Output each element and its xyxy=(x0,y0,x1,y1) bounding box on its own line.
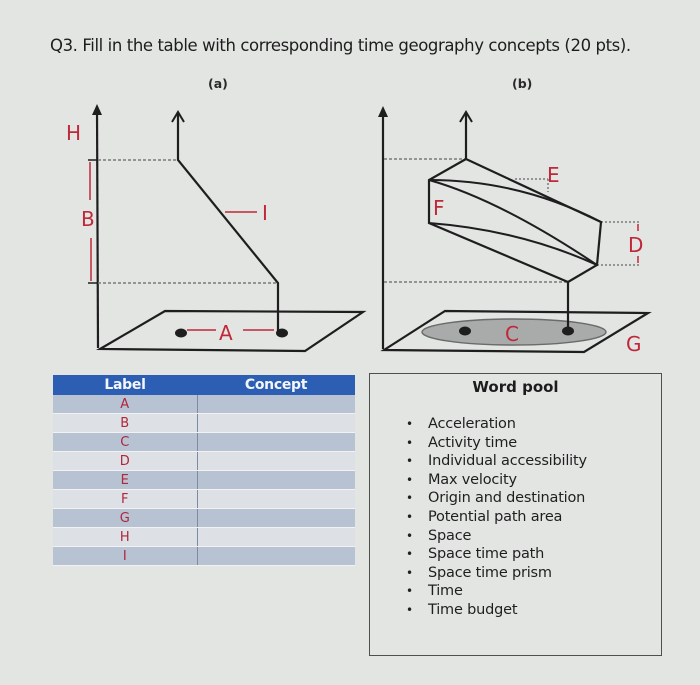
word-text: Space xyxy=(428,527,472,544)
row-label: A xyxy=(53,395,197,414)
svg-text:A: A xyxy=(219,321,233,345)
svg-text:C: C xyxy=(505,322,519,346)
word-text: Potential path area xyxy=(428,508,563,525)
diagram-a-caption: (a) xyxy=(208,76,228,91)
space-plane xyxy=(96,309,367,353)
time-axis-arrow-icon xyxy=(92,104,102,115)
list-item: • Space time prism xyxy=(370,564,661,583)
time-geography-diagrams: A B H I E xyxy=(66,104,652,356)
concept-cell[interactable] xyxy=(196,508,355,528)
potential-path-area xyxy=(421,318,607,346)
bullet-icon: • xyxy=(406,509,413,524)
word-pool-box: Word pool • Acceleration • Activity time •… xyxy=(369,373,662,656)
time-axis-arrow-icon xyxy=(378,106,388,117)
header-label: Label xyxy=(53,375,197,395)
word-text: Time budget xyxy=(428,601,518,618)
svg-text:F: F xyxy=(433,196,445,220)
svg-text:E: E xyxy=(547,163,560,187)
question-text: Q3. Fill in the table with corresponding… xyxy=(50,36,631,55)
bullet-icon: • xyxy=(406,491,413,506)
row-label: H xyxy=(53,527,197,547)
svg-text:H: H xyxy=(66,121,81,145)
row-label: G xyxy=(53,508,197,528)
row-label: F xyxy=(53,489,197,509)
concept-cell[interactable] xyxy=(196,413,355,433)
table-row: D xyxy=(53,451,355,471)
table-row: A xyxy=(53,395,355,414)
list-item: • Individual accessibility xyxy=(370,452,661,471)
bullet-icon: • xyxy=(406,565,413,580)
space-time-prism xyxy=(427,158,603,284)
space-time-path xyxy=(176,114,280,332)
table-row: E xyxy=(53,470,355,490)
path-arrow-icon xyxy=(171,110,185,123)
svg-text:I: I xyxy=(262,201,268,225)
list-item: • Acceleration xyxy=(370,415,661,434)
table-row: F xyxy=(53,489,355,509)
list-item: • Time budget xyxy=(370,601,661,620)
row-label: B xyxy=(53,413,197,433)
bullet-icon: • xyxy=(406,602,413,617)
concept-cell[interactable] xyxy=(196,451,355,471)
bullet-icon: • xyxy=(406,547,413,562)
diagram-b: E F D C G xyxy=(378,106,652,356)
bullet-icon: • xyxy=(406,472,413,487)
svg-text:D: D xyxy=(628,233,643,257)
row-label: I xyxy=(53,546,197,566)
word-pool-list: • Acceleration • Activity time • Individual… xyxy=(370,415,661,620)
row-label: C xyxy=(53,432,197,452)
table-row: B xyxy=(53,413,355,433)
bullet-icon: • xyxy=(406,417,413,431)
bullet-icon: • xyxy=(406,435,413,450)
list-item: • Potential path area xyxy=(370,508,661,527)
bullet-icon: • xyxy=(406,584,413,599)
word-text: Space time path xyxy=(428,546,545,563)
concept-cell[interactable] xyxy=(196,489,355,509)
word-text: Space time prism xyxy=(428,564,552,581)
list-item: • Time xyxy=(370,582,661,601)
word-text: Activity time xyxy=(428,434,517,451)
table-row: I xyxy=(53,546,355,566)
concept-cell[interactable] xyxy=(196,470,355,490)
space-plane xyxy=(380,309,652,354)
word-text: Acceleration xyxy=(428,416,516,432)
word-text: Individual accessibility xyxy=(428,453,587,470)
word-pool-title: Word pool xyxy=(472,378,559,396)
diagram-b-caption: (b) xyxy=(512,76,533,91)
answer-table: Label Concept A B C D E F G xyxy=(53,375,355,566)
row-label: E xyxy=(53,470,197,490)
word-text: Max velocity xyxy=(428,471,517,488)
header-concept: Concept xyxy=(197,375,355,395)
list-item: • Max velocity xyxy=(370,471,661,490)
row-label: D xyxy=(53,451,197,471)
concept-cell[interactable] xyxy=(196,546,355,566)
bullet-icon: • xyxy=(406,454,413,469)
table-row: C xyxy=(53,432,355,452)
word-text: Origin and destination xyxy=(428,490,586,507)
concept-cell[interactable] xyxy=(196,432,355,452)
list-item: • Space time path xyxy=(370,545,661,564)
diagram-a: A B H I xyxy=(66,104,367,353)
table-row: H xyxy=(53,527,355,547)
list-item: • Activity time xyxy=(370,434,661,453)
concept-cell[interactable] xyxy=(196,527,355,547)
list-item: • Origin and destination xyxy=(370,489,661,508)
table-row: G xyxy=(53,508,355,528)
svg-text:G: G xyxy=(626,332,642,356)
list-item: • Space xyxy=(370,527,661,546)
concept-cell[interactable] xyxy=(196,395,355,414)
word-text: Time xyxy=(428,583,463,600)
svg-text:B: B xyxy=(81,207,95,231)
bullet-icon: • xyxy=(406,528,413,543)
